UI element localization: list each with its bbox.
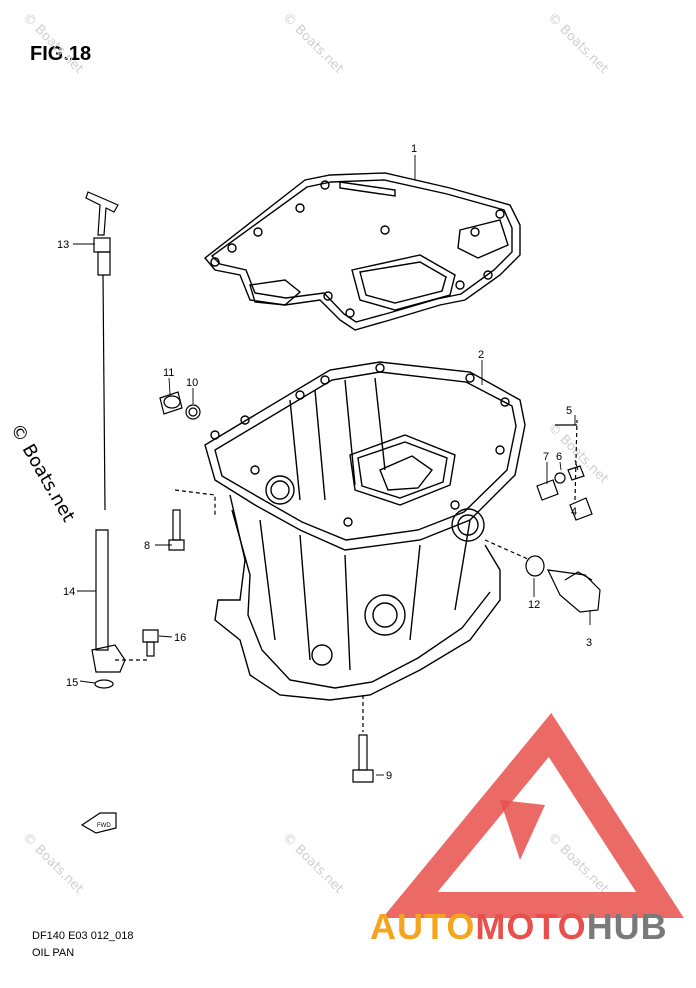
gasket — [203, 172, 521, 331]
fitting-4 — [555, 419, 593, 521]
callout-11: 11 — [163, 367, 174, 379]
callout-15: 15 — [66, 677, 78, 689]
callout-14: 14 — [63, 586, 75, 598]
callout-8: 8 — [144, 540, 150, 552]
callout-9: 9 — [386, 770, 392, 782]
fwd-arrow-icon: FWD — [80, 812, 117, 834]
guide-tube — [91, 529, 150, 673]
footer-code: DF140 E03 012_018 — [32, 930, 134, 942]
bolt-9 — [352, 695, 374, 783]
footer-name: OIL PAN — [32, 947, 75, 959]
oil-pan — [204, 361, 526, 701]
logo-wordmark: AUTOMOTOHUB — [370, 906, 668, 948]
figure-title: FIG.18 — [30, 43, 92, 65]
callout-12: 12 — [528, 599, 540, 611]
logo-triangle — [382, 713, 684, 918]
callout-13: 13 — [57, 239, 69, 251]
plug-11 — [159, 391, 183, 415]
fitting-7 — [536, 479, 559, 501]
logo-part-moto: MOTO — [475, 906, 587, 947]
drain-plug — [484, 539, 601, 613]
dipstick — [85, 191, 119, 511]
callout-6: 6 — [556, 451, 562, 463]
logo-part-hub: HUB — [586, 906, 668, 947]
washer-6 — [554, 472, 566, 484]
callout-1: 1 — [411, 143, 417, 155]
callout-2: 2 — [478, 349, 484, 361]
bolt-8 — [168, 489, 216, 551]
callout-7: 7 — [543, 451, 549, 463]
logo-part-auto: AUTO — [370, 906, 476, 947]
callout-16: 16 — [174, 632, 186, 644]
callout-3: 3 — [586, 637, 592, 649]
bolt-16 — [142, 629, 159, 657]
callout-5: 5 — [566, 405, 572, 417]
washer-15 — [94, 679, 114, 689]
callout-10: 10 — [186, 377, 198, 389]
callout-4: 4 — [571, 506, 577, 518]
washer-10 — [185, 404, 201, 420]
leader-lines — [73, 155, 591, 776]
fwd-label: FWD — [97, 823, 111, 829]
